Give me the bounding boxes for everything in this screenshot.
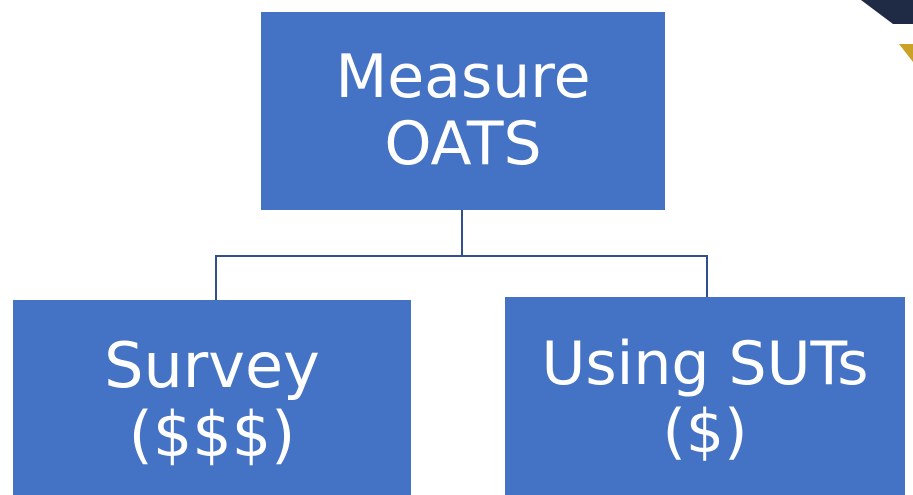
corner-decoration-icon [861, 0, 913, 62]
connector-horizontal [215, 255, 708, 257]
root-node-measure-oats: Measure OATS [261, 12, 665, 210]
connector-to-survey [215, 255, 217, 300]
child-node-using-suts-line-1: Using SUTs [541, 329, 869, 400]
corner-gold-shape [899, 44, 913, 62]
root-node-line-1: Measure [335, 41, 591, 112]
connector-root-down [461, 210, 463, 256]
corner-dark-shape [861, 0, 913, 24]
child-node-using-suts: Using SUTs ($) [505, 297, 905, 495]
root-node-line-2: OATS [384, 109, 542, 179]
child-node-survey-line-1: Survey [104, 328, 320, 402]
child-node-survey: Survey ($$$) [13, 300, 411, 495]
connector-to-using-suts [706, 255, 708, 297]
child-node-survey-line-2: ($$$) [128, 398, 296, 471]
child-node-using-suts-line-2: ($) [662, 396, 748, 467]
